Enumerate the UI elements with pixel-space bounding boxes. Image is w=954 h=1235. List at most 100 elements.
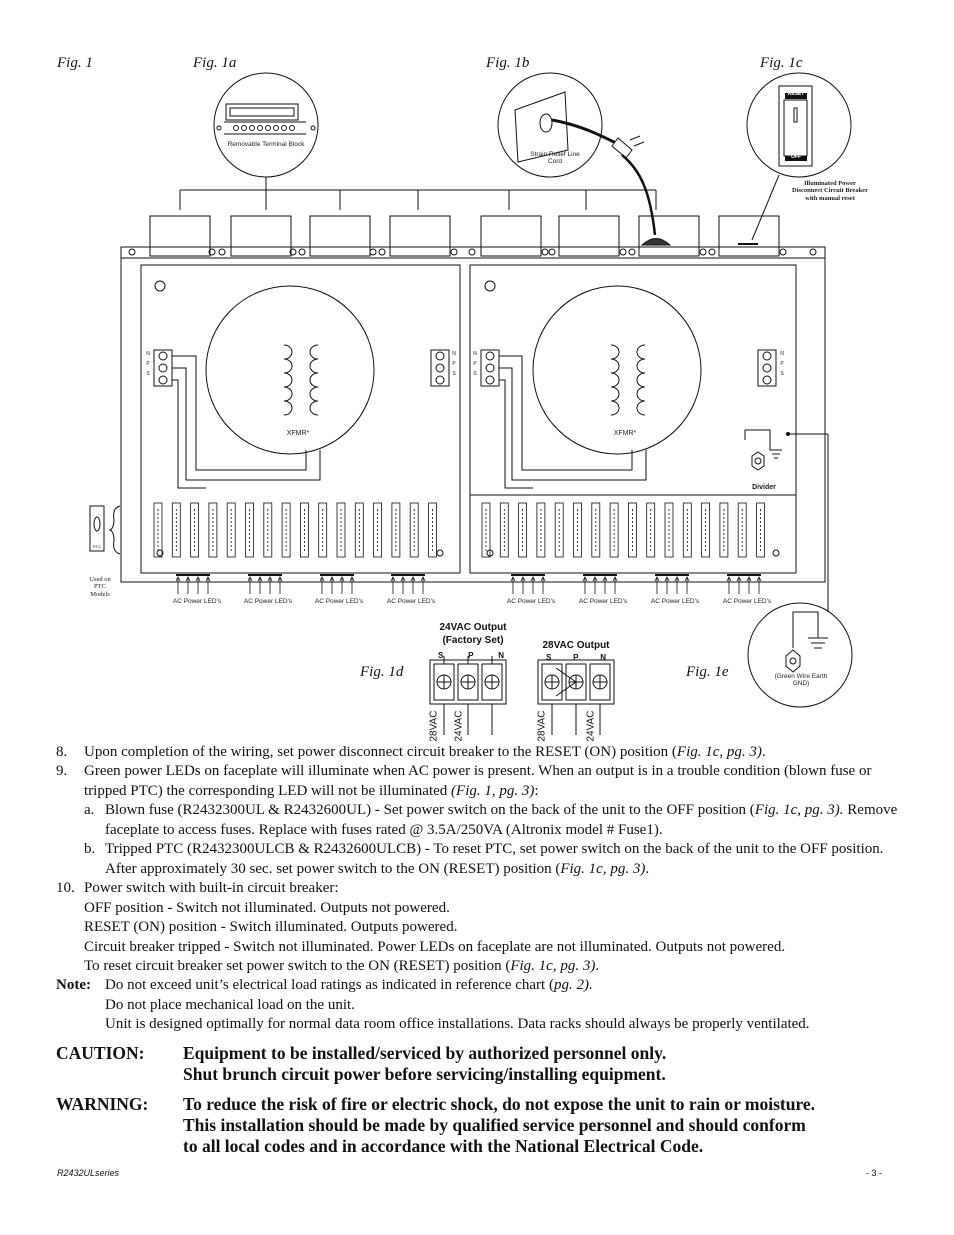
- terminal-block-label: Removable Terminal Block: [227, 141, 305, 148]
- fuse-holder: [628, 502, 637, 558]
- spn-s: S: [780, 370, 784, 377]
- v24-left: 24VAC: [453, 710, 465, 742]
- caution-line: Equipment to be installed/serviced by au…: [183, 1043, 667, 1063]
- led-arrowhead: [756, 576, 762, 582]
- fuse-holder: [354, 502, 364, 558]
- led-arrowhead: [349, 576, 355, 582]
- spn-s: S: [146, 370, 150, 377]
- spn-p: P: [452, 360, 456, 367]
- sub-text: Blown fuse (R2432300UL & R2432600UL) - S…: [105, 802, 755, 818]
- led-arrowhead: [247, 576, 253, 582]
- spn-n: N: [473, 351, 477, 357]
- v24-right: 24VAC: [585, 710, 597, 742]
- fuse-holder: [701, 502, 710, 558]
- fuse-holder: [391, 502, 401, 558]
- note-label: Note:: [56, 977, 91, 993]
- sub-letter: a.: [84, 802, 95, 818]
- led-arrowhead: [195, 576, 201, 582]
- instruction-9b: b. Tripped PTC (R2432300ULCB & R2432600U…: [84, 840, 916, 879]
- spn-p: P: [473, 360, 477, 367]
- led-arrowhead: [319, 576, 325, 582]
- head-p: P: [573, 653, 579, 662]
- line: Power switch with built-in circuit break…: [84, 880, 339, 896]
- instruction-8: 8. Upon completion of the wiring, set po…: [56, 743, 916, 763]
- led-arrowhead: [726, 576, 732, 582]
- line-end: .: [595, 958, 600, 974]
- transformer-right: [532, 285, 702, 455]
- sub-end: .: [645, 860, 650, 877]
- caution-line: Shut brunch circuit power before servici…: [183, 1064, 666, 1084]
- line-text: To reset circuit breaker set power switc…: [84, 958, 511, 974]
- fig-1d-label: Fig. 1d: [360, 664, 404, 680]
- divider-label: Divider: [752, 484, 776, 491]
- note-line: Do not exceed unit’s electrical load rat…: [105, 976, 916, 996]
- fuse-holder: [646, 502, 656, 558]
- reset-label: RESET: [787, 91, 805, 97]
- figure-reference: Fig. 1c, pg. 3): [510, 958, 596, 974]
- fuse-holder: [518, 502, 527, 558]
- led-indicators: [175, 574, 762, 594]
- led-arrowhead: [410, 576, 416, 582]
- led-arrowhead: [267, 576, 273, 582]
- instruction-9: 9. Green power LEDs on faceplate will il…: [56, 762, 916, 879]
- led-arrowhead: [664, 576, 670, 582]
- led-label-8: AC Power LED's: [722, 598, 772, 605]
- fig-1c-label: Fig. 1c: [760, 55, 803, 71]
- item-number: 9.: [56, 763, 68, 779]
- figure-reference: (Fig. 1, pg. 3): [451, 782, 535, 799]
- line: To reset circuit breaker set power switc…: [84, 957, 916, 977]
- fuse-holder: [428, 502, 437, 558]
- item-number: 10.: [56, 880, 75, 896]
- line: OFF position - Switch not illuminated. O…: [84, 899, 450, 916]
- led-arrowhead: [400, 576, 406, 582]
- page-reference: pg. 2).: [553, 977, 593, 993]
- fuse-holder: [318, 502, 328, 558]
- breaker-note: Illuminated Power Disconnect Circuit Bre…: [792, 180, 868, 202]
- breaker-callout: [746, 72, 852, 178]
- terminal-block-callout: [213, 72, 319, 178]
- led-arrowhead: [329, 576, 335, 582]
- figure-reference: Fig. 1c, pg. 3): [676, 744, 762, 760]
- fuse-holder: [554, 502, 564, 558]
- off-label: OFF: [791, 154, 801, 160]
- led-label-7: AC Power LED's: [650, 598, 700, 605]
- footer-page: - 3 -: [866, 1168, 883, 1178]
- led-label-3: AC Power LED's: [314, 598, 364, 605]
- led-arrowhead: [612, 576, 618, 582]
- head-p: P: [468, 651, 474, 660]
- fuse-holder: [573, 502, 582, 558]
- led-label-2: AC Power LED's: [243, 598, 293, 605]
- fig1d-28vac-title: 28VAC Output: [542, 640, 610, 651]
- xfmr-label-left: XFMR*: [286, 430, 310, 437]
- led-arrowhead: [520, 576, 526, 582]
- reset-label-bg: [785, 93, 807, 99]
- figure-reference: Fig. 1c, pg. 3).: [754, 802, 844, 818]
- warning-line: to all local codes and in accordance wit…: [183, 1136, 704, 1156]
- earth-ground-callout: [747, 602, 853, 708]
- spn-s: S: [452, 370, 456, 377]
- led-arrowhead: [257, 576, 263, 582]
- strain-relief-label: Strain Relief Line Cord: [530, 151, 580, 166]
- fuse-holder: [481, 502, 491, 558]
- led-arrowhead: [175, 576, 181, 582]
- spn-n: N: [452, 351, 456, 357]
- v28-right: 28VAC: [536, 710, 548, 742]
- fig1d-24vac-title: 24VAC Output (Factory Set): [439, 622, 507, 646]
- fuse-holder: [263, 502, 273, 558]
- led-arrowhead: [277, 576, 283, 582]
- fuse-row-right: [481, 502, 765, 558]
- strain-relief-callout: [497, 72, 603, 178]
- sub-end: Remove faceplate to access fuses. Replac…: [105, 802, 898, 838]
- note-line: Unit is designed optimally for normal da…: [105, 1016, 810, 1032]
- warning-line: To reduce the risk of fire or electric s…: [183, 1094, 816, 1114]
- led-arrowhead: [530, 576, 536, 582]
- led-arrowhead: [684, 576, 690, 582]
- led-arrowhead: [674, 576, 680, 582]
- fig-1a-label: Fig. 1a: [193, 55, 237, 71]
- fuse-holder: [409, 502, 419, 558]
- fig-1b-label: Fig. 1b: [486, 55, 530, 71]
- fuse-holder: [682, 502, 692, 558]
